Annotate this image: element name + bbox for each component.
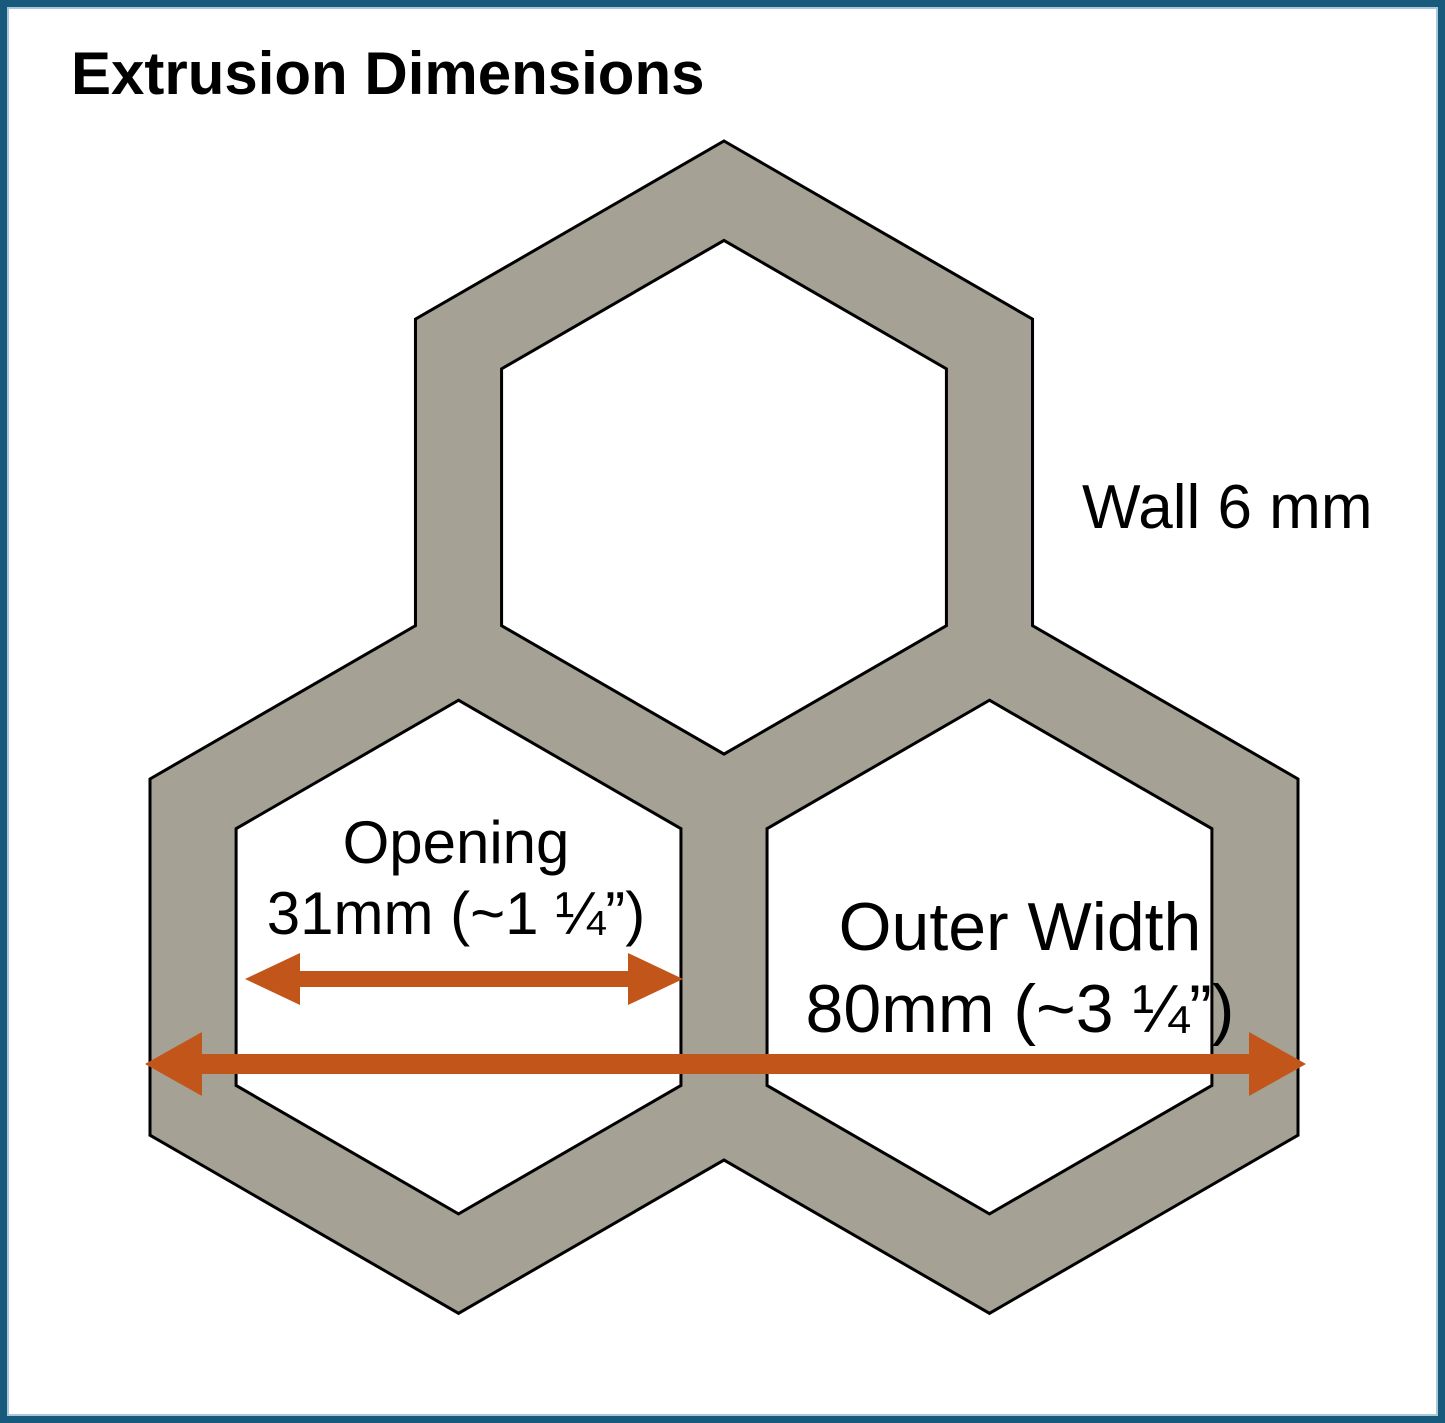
- honeycomb-structure: [148, 139, 1300, 1316]
- outer-width-dimension-arrow: [145, 1032, 1306, 1096]
- outer-width-label-line1: Outer Width: [838, 889, 1202, 965]
- hex-opening-bottom-right: [765, 698, 1214, 1216]
- hex-opening-bottom-left: [234, 698, 683, 1216]
- opening-label-line1: Opening: [342, 809, 570, 876]
- outer-width-label-line2: 80mm (~3 ¼”): [805, 971, 1235, 1047]
- opening-dimension-label: Opening 31mm (~1 ¼”): [267, 807, 645, 949]
- opening-label-line2: 31mm (~1 ¼”): [266, 880, 646, 947]
- outer-width-dimension-label: Outer Width 80mm (~3 ¼”): [806, 886, 1235, 1050]
- opening-dimension-arrow: [245, 953, 683, 1005]
- page-title: Extrusion Dimensions: [71, 40, 705, 107]
- wall-thickness-label: Wall 6 mm: [1082, 473, 1373, 542]
- hex-opening-top: [500, 238, 948, 756]
